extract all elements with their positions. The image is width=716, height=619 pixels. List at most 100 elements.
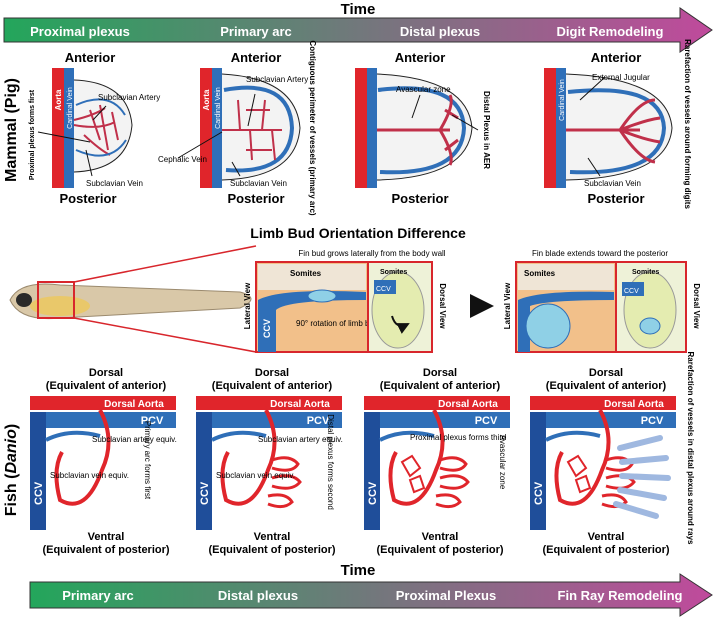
anterior-label: Anterior [591, 50, 642, 65]
lateral-view-label: Lateral View [503, 282, 512, 329]
cardinal-vein-label: Cardinal Vein [67, 87, 74, 129]
middle-title: Limb Bud Orientation Difference [250, 225, 466, 241]
dorsal-ccv [622, 282, 644, 296]
dorsal-sub-label: (Equivalent of anterior) [380, 380, 501, 392]
ventral-sub-label: (Equivalent of posterior) [376, 544, 503, 556]
ccv-label: CCV [262, 319, 272, 338]
rotation-label: 90° rotation of limb bud [296, 319, 378, 328]
proximal-plexus [566, 454, 592, 494]
ccv-vessel [258, 291, 366, 352]
cardinal-vein-label: Cardinal Vein [559, 79, 566, 121]
ventral-label: Ventral [254, 531, 291, 543]
embryo-highlight-box [37, 281, 75, 319]
pointer-line [411, 94, 421, 119]
ccv-vessel [518, 291, 614, 352]
fish-panel-4: Dorsal(Equivalent of anterior)Dorsal Aor… [530, 367, 676, 556]
ventral-label: Ventral [588, 531, 625, 543]
somites-label: Somites [632, 269, 659, 276]
fin-blade [525, 303, 571, 349]
dorsal-sub-label: (Equivalent of anterior) [212, 380, 333, 392]
cardinal-vein-label: Cardinal Vein [215, 87, 222, 129]
aorta-bar [200, 68, 212, 188]
aorta-label: Aorta [202, 89, 211, 110]
artery-equiv-label: Subclavian artery equiv. [258, 435, 343, 444]
dorsal-ccv [374, 280, 396, 294]
posterior-label: Posterior [59, 191, 116, 206]
somites-label: Somites [380, 269, 407, 276]
cardinal-vein-bar [212, 68, 222, 188]
proximal-label: Proximal plexus forms third [410, 433, 506, 442]
zoom-line-bottom [73, 317, 257, 353]
posterior-label: Posterior [587, 191, 644, 206]
ccv-label: CCV [367, 481, 379, 505]
dorsal-label: Dorsal [589, 367, 623, 379]
dorsal-label: Dorsal [89, 367, 123, 379]
distal-plexus [267, 456, 302, 509]
distal-plexus [601, 456, 636, 509]
aorta-bar [52, 68, 64, 188]
fish-panel-4-labels: Rarefaction of vessels in distal plexus … [686, 352, 695, 546]
fish-panel-1: Dorsal(Equivalent of anterior) Dorsal Aor… [30, 367, 176, 556]
mammal-row-label: Mammal (Pig) [3, 78, 20, 182]
fish-panel-1-labels: Subclavian artery equiv. Subclavian vein… [50, 421, 177, 500]
pointer-line [85, 149, 93, 177]
embryo-eye [16, 293, 32, 307]
mammal-panel-4: Anterior Cardinal Vein External Jugular … [544, 39, 692, 209]
somite-band [518, 264, 614, 290]
ccv-label: CCV [199, 481, 211, 505]
limb-bud-orientation: Limb Bud Orientation Difference Fin bud … [9, 225, 701, 353]
pointer-line [451, 114, 479, 131]
ccv-bar [364, 412, 380, 530]
pointer-line [579, 77, 605, 101]
ventral-sub-label: (Equivalent of posterior) [42, 544, 169, 556]
primary-arc [388, 409, 445, 506]
subclavian-artery-label: Subclavian Artery [98, 93, 160, 102]
ventral-label: Ventral [422, 531, 459, 543]
subclavian-vein-label: Subclavian Vein [86, 179, 143, 188]
proximal-note: Proximal plexus forms first [29, 89, 36, 180]
rotation-arrow [391, 315, 410, 334]
ccv-label: CCV [624, 288, 639, 295]
ccv-label: CCV [533, 481, 545, 505]
bottom-timeline: Time Primary arc Distal plexus Proximal … [29, 562, 713, 617]
dorsal-aorta-label: Dorsal Aorta [104, 399, 164, 410]
bottom-stage-4: Fin Ray Remodeling [558, 588, 683, 603]
pointer-line [37, 131, 91, 143]
dorsal-sub-label: (Equivalent of anterior) [46, 380, 167, 392]
somite-band [258, 264, 366, 290]
dorsal-aorta-label: Dorsal Aorta [270, 399, 330, 410]
dorsal-view-label: Dorsal View [438, 283, 447, 329]
rarefaction-label: Rarefaction of vessels around forming di… [683, 39, 692, 209]
pointer-line [247, 93, 256, 127]
subclavian-artery-label: Subclavian Artery [246, 75, 308, 84]
distal-label: Distal plexus forms second [326, 414, 335, 510]
fish-panel-3: Dorsal(Equivalent of anterior)Dorsal Aor… [364, 367, 510, 556]
mammal-panel-3: Anterior Avascular zone Distal Plexus in… [355, 50, 491, 206]
bottom-time-title: Time [341, 562, 376, 579]
posterior-label: Posterior [227, 191, 284, 206]
fin-grows-label: Fin bud grows laterally from the body wa… [298, 249, 445, 258]
anterior-label: Anterior [231, 50, 282, 65]
ventral-label: Ventral [88, 531, 125, 543]
posterior-label: Posterior [391, 191, 448, 206]
fin-bud [639, 317, 661, 335]
contiguous-label: Contiguous perimeter of vessels (primary… [308, 40, 317, 216]
aorta-bar [544, 68, 556, 188]
dorsal-label: Dorsal [255, 367, 289, 379]
ventral-sub-label: (Equivalent of posterior) [542, 544, 669, 556]
artery-equiv-label: Subclavian artery equiv. [92, 435, 177, 444]
plexus-vessels [73, 104, 119, 156]
digit-vessels [566, 98, 661, 164]
vein-loop [545, 430, 601, 442]
distal-plexus [435, 456, 470, 509]
dorsal-sub-label: (Equivalent of anterior) [546, 380, 667, 392]
somites-label: Somites [290, 269, 322, 278]
top-stage-1: Proximal plexus [30, 24, 130, 39]
subclavian-vein-label: Subclavian Vein [230, 179, 287, 188]
top-stage-3: Distal plexus [400, 24, 480, 39]
anterior-label: Anterior [65, 50, 116, 65]
pcv-label: PCV [307, 415, 330, 427]
pointer-line [92, 105, 107, 121]
aorta-bar [355, 68, 367, 188]
lateral-view-label: Lateral View [243, 282, 252, 329]
